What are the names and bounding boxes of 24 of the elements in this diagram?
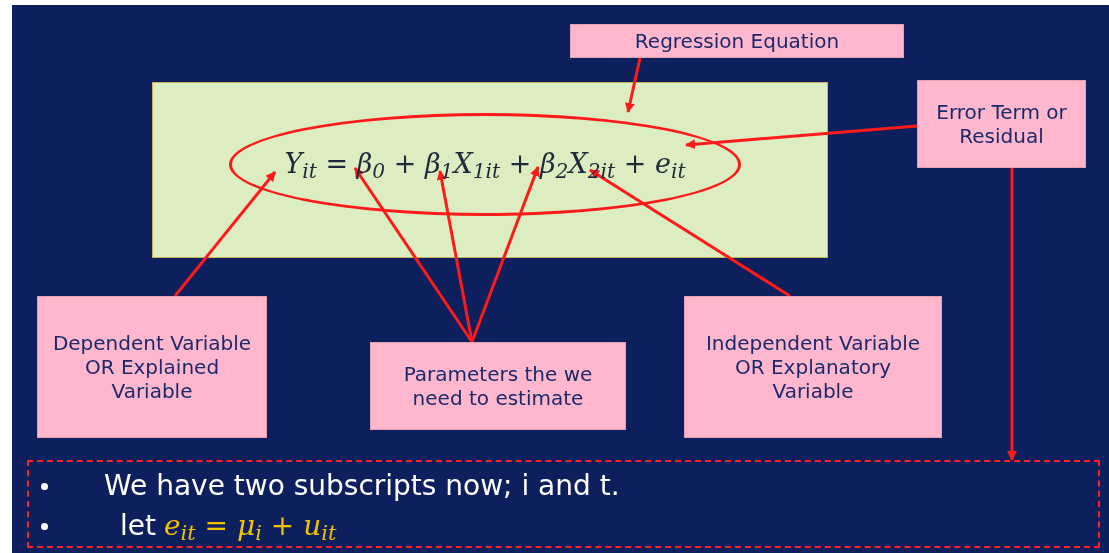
- arrow: [625, 57, 642, 113]
- arrow: [436, 170, 474, 343]
- callout-text: Dependent Variable OR Explained Variable: [51, 331, 253, 403]
- callout-text: Independent Variable OR Explanatory Variable: [704, 331, 922, 403]
- arrow: [685, 124, 918, 150]
- callout-box: [370, 342, 626, 430]
- arrow: [173, 171, 277, 297]
- equation-panel: [152, 82, 828, 258]
- note-text: let: [120, 508, 156, 544]
- callout-text: Regression Equation: [634, 29, 840, 53]
- regression-equation: Y$_{it}$ = β$_{0}$ + β$_{1}$X$_{1it}$ + β$_{2}$X$_{2it}$ + e$_{it}$: [284, 147, 686, 185]
- equation-ellipse: [229, 113, 741, 216]
- callout-text: Parameters the we need to estimate: [402, 362, 594, 410]
- error-formula: e$_{it}$ = μ$_{i}$ + u$_{it}$: [164, 508, 337, 544]
- callout-box: [917, 80, 1086, 168]
- arrow: [589, 168, 791, 298]
- callout-box: [684, 296, 942, 438]
- callout-box: [37, 296, 267, 438]
- arrow: [470, 166, 540, 343]
- note-text: We have two subscripts now; i and t.: [104, 468, 620, 504]
- callout-box: [570, 24, 904, 58]
- arrow: [1007, 168, 1017, 461]
- notes-panel: [27, 460, 1100, 548]
- callout-text: Error Term or Residual: [935, 100, 1068, 148]
